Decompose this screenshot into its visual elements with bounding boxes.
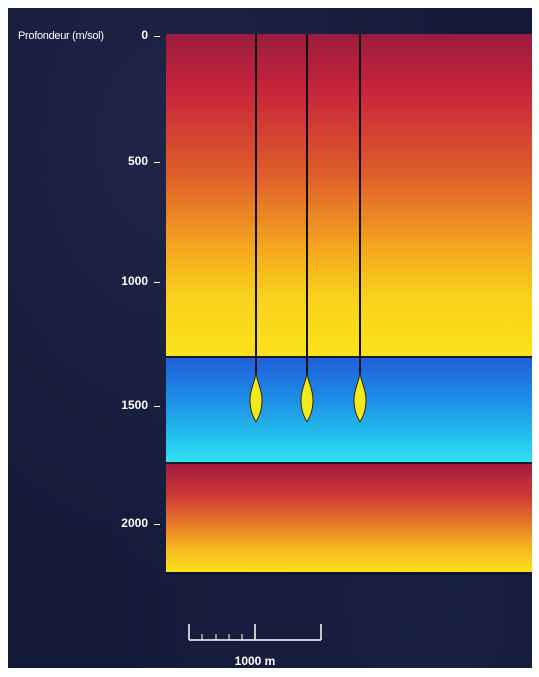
- well-1: [255, 34, 257, 374]
- depth-tick-mark: [154, 406, 160, 407]
- well-3: [359, 34, 361, 374]
- reservoir-layer: [166, 356, 532, 464]
- depth-tick-label: 1500: [121, 398, 148, 412]
- lower-rock-layer: [166, 464, 532, 575]
- upper-rock-layer: [166, 34, 532, 356]
- depth-tick-label: 0: [141, 28, 148, 42]
- scale-bar: [188, 624, 322, 641]
- flame-icon: [249, 372, 263, 422]
- depth-tick-mark: [154, 162, 160, 163]
- well-2: [306, 34, 308, 374]
- depth-tick-label: 1000: [121, 274, 148, 288]
- scale-label: 1000 m: [234, 654, 276, 668]
- depth-tick-mark: [154, 282, 160, 283]
- depth-axis-title: Profondeur (m/sol): [18, 30, 104, 42]
- depth-tick-label: 2000: [121, 516, 148, 530]
- depth-tick-label: 500: [127, 154, 148, 168]
- depth-tick-mark: [154, 36, 160, 37]
- diagram-frame: Profondeur (m/sol) 0 500 1000 1500 2000 …: [8, 8, 532, 668]
- flame-icon: [300, 372, 314, 422]
- flame-icon: [353, 372, 367, 422]
- depth-tick-mark: [154, 524, 160, 525]
